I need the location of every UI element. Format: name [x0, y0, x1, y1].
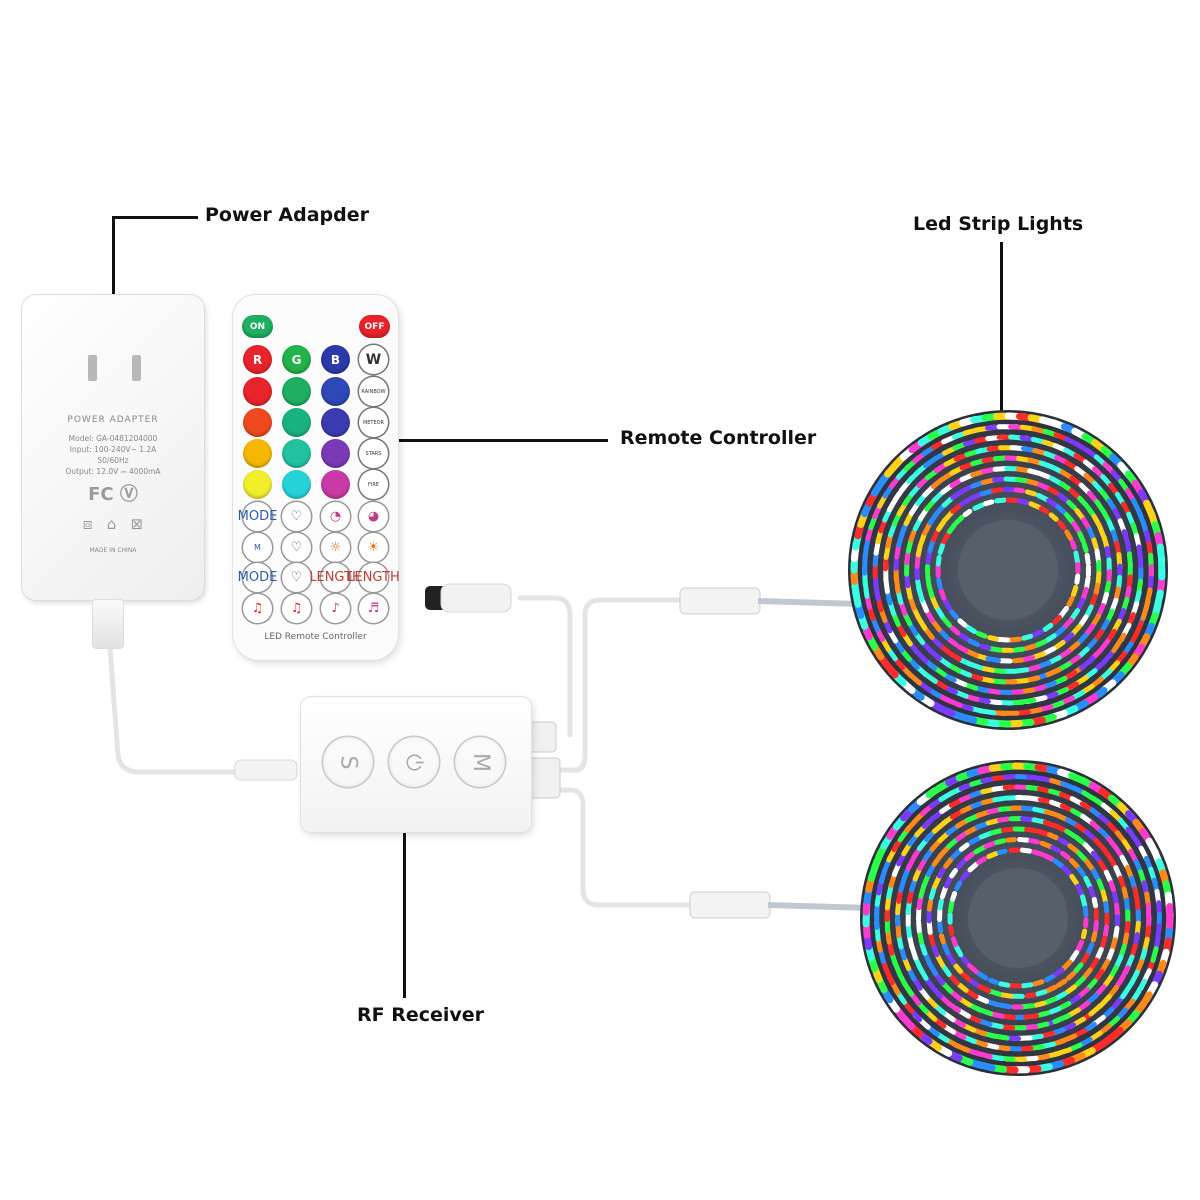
strip-top-cable [557, 597, 693, 773]
receiver-m-label: M [467, 752, 493, 772]
power-adapter-callout-line-h [112, 216, 198, 219]
remote-rainbow-button[interactable]: RAINBOW [359, 377, 388, 406]
speed-gauge-icon[interactable]: ◔ [321, 502, 350, 531]
adapter-freq: 50/60Hz [97, 456, 129, 465]
adapter-made-in: MADE IN CHINA [89, 547, 137, 554]
receiver-connector-top [529, 721, 557, 753]
adapter-input: Input: 100-240V~ 1.2A [69, 445, 157, 454]
adapter-output: Output: 12.0V ⎓ 4000mA [65, 467, 161, 476]
speed-gauge-icon[interactable]: ◕ [359, 502, 388, 531]
power-adapter-callout-line-v [112, 216, 115, 298]
remote-caption: LED Remote Controller [264, 632, 367, 642]
adapter-cert-logos: FC Ⓥ [88, 484, 138, 505]
remote-stars-button[interactable]: STARS [359, 439, 388, 468]
remote-color-button[interactable] [243, 470, 272, 499]
adapter-prong-left [88, 355, 97, 381]
rf-receiver: S ⏻ M [301, 697, 531, 832]
remote-on-button[interactable]: ON [242, 315, 273, 338]
remote-color-button[interactable] [282, 408, 311, 437]
ir-sensor-cable [517, 595, 573, 738]
remote-length-plus-button[interactable]: LENGTH [347, 563, 400, 592]
remote-g-button[interactable]: G [282, 345, 311, 374]
remote-w-button[interactable]: W [359, 345, 388, 374]
remote-r-button[interactable]: R [243, 345, 272, 374]
adapter-model: Model: GA-0481204000 [68, 434, 158, 443]
music-sensitivity-icon[interactable]: ♬ [359, 594, 388, 623]
rf-receiver-label: RF Receiver [357, 1004, 485, 1026]
remote-fire-button[interactable]: FIRE [359, 470, 388, 499]
remote-color-button[interactable] [243, 408, 272, 437]
brightness-down-icon[interactable]: ☼ [321, 533, 350, 562]
remote-color-button[interactable] [243, 439, 272, 468]
power-icon: ⏻ [401, 753, 427, 771]
remote-length-minus-button[interactable]: LENGTH [309, 563, 362, 592]
adapter-specs: Model: GA-0481204000 Input: 100-240V~ 1.… [22, 433, 204, 477]
remote-color-button[interactable] [282, 439, 311, 468]
receiver-s-button[interactable]: S [323, 737, 373, 787]
strip-bottom-connector [689, 891, 771, 919]
strip-top-lead [757, 598, 861, 607]
remote-color-button[interactable] [282, 470, 311, 499]
remote-controller-label: Remote Controller [620, 427, 817, 449]
music-note-icon[interactable]: ♫ [282, 594, 311, 623]
remote-mode-up-button[interactable]: MODE [238, 502, 277, 531]
heart-loop-icon[interactable]: ♡ [282, 533, 311, 562]
rf-receiver-callout-line [403, 832, 406, 998]
receiver-s-label: S [335, 755, 361, 769]
receiver-m-button[interactable]: M [455, 737, 505, 787]
adapter-prong-right [132, 355, 141, 381]
heart-down-icon[interactable]: ♡ [282, 563, 311, 592]
remote-controller: ON OFF R G B W RAINBOW METEOR STARS FIRE… [233, 295, 400, 660]
led-strip-label: Led Strip Lights [913, 213, 1084, 235]
remote-color-button[interactable] [321, 439, 350, 468]
remote-callout-line [398, 439, 608, 442]
dc-plug [234, 759, 298, 781]
remote-color-button[interactable] [321, 470, 350, 499]
receiver-connector-bottom [529, 757, 561, 799]
heart-up-icon[interactable]: ♡ [282, 502, 311, 531]
remote-color-button[interactable] [282, 377, 311, 406]
remote-b-button[interactable]: B [321, 345, 350, 374]
music-note-icon[interactable]: ♫ [243, 594, 272, 623]
adapter-symbol-icons: ⧈ ⌂ ⊠ [82, 515, 144, 533]
strip-bottom-cable [557, 787, 703, 908]
adapter-plug [93, 600, 123, 648]
adapter-title: POWER ADAPTER [67, 415, 159, 425]
power-adapter: POWER ADAPTER Model: GA-0481204000 Input… [22, 295, 204, 600]
remote-color-button[interactable] [243, 377, 272, 406]
strip-bottom-lead [767, 902, 871, 911]
strip-top-connector [679, 587, 761, 615]
remote-color-button[interactable] [321, 377, 350, 406]
power-adapter-label: Power Adapder [205, 204, 369, 226]
remote-m-button[interactable]: M [243, 533, 272, 562]
music-mode-icon[interactable]: ♪ [321, 594, 350, 623]
receiver-power-button[interactable]: ⏻ [389, 737, 439, 787]
ir-sensor [425, 583, 512, 613]
remote-mode-down-button[interactable]: MODE [238, 563, 277, 592]
led-strip-callout-line [1000, 242, 1003, 412]
remote-meteor-button[interactable]: METEOR [359, 408, 388, 437]
remote-color-button[interactable] [321, 408, 350, 437]
brightness-up-icon[interactable]: ☀ [359, 533, 388, 562]
remote-off-button[interactable]: OFF [359, 315, 390, 338]
adapter-cable [107, 645, 243, 775]
